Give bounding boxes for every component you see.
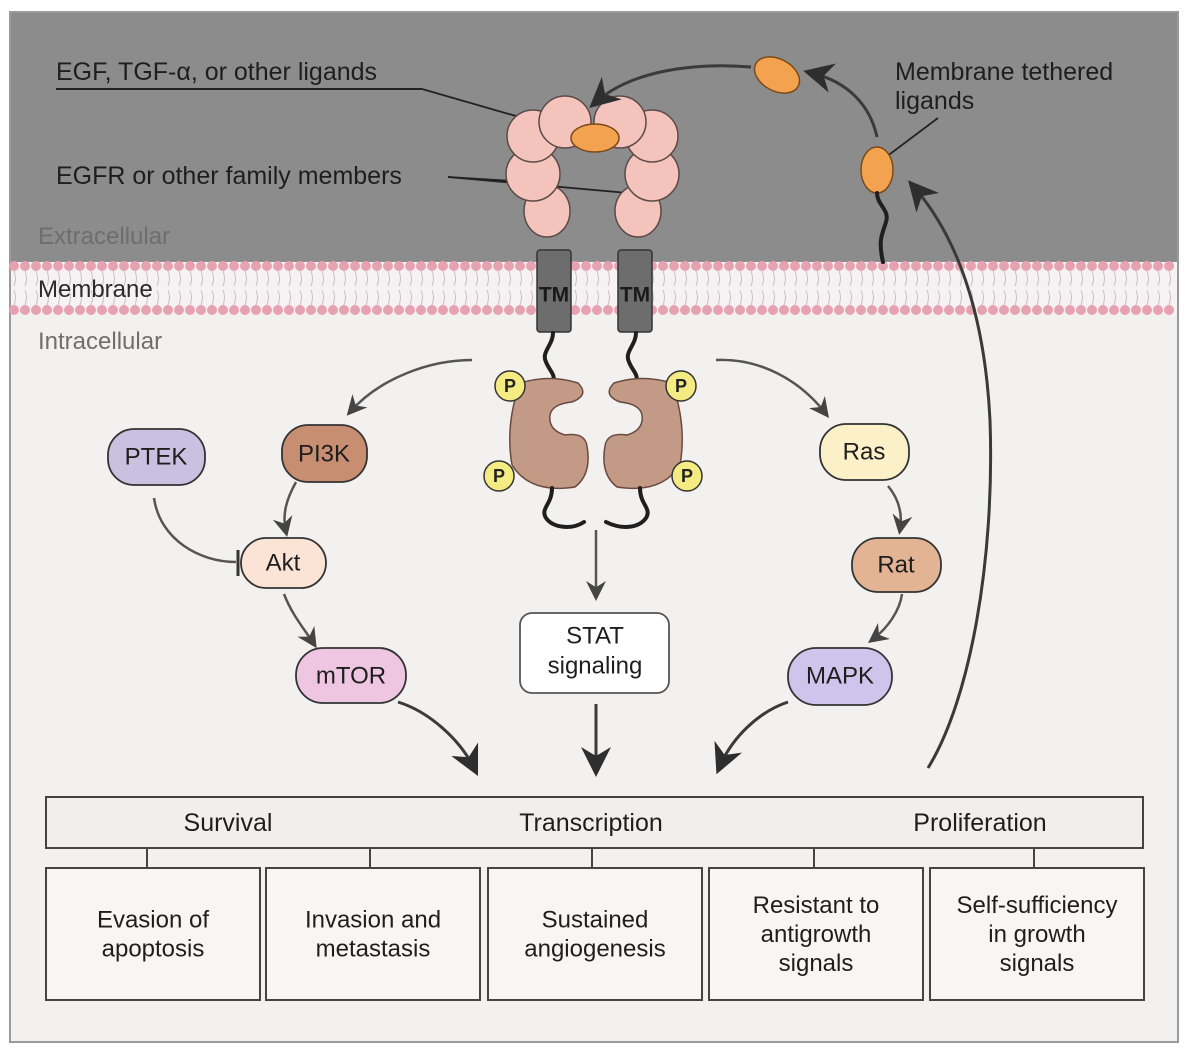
outcome-text: signals — [1000, 950, 1075, 977]
phospho-label: P — [504, 376, 516, 396]
header-transcription: Transcription — [519, 809, 663, 837]
arrow-akt-mtor — [282, 593, 317, 649]
akt-node: Akt — [240, 537, 327, 589]
outcome-text: Evasion of — [97, 907, 209, 934]
arrow-mtor-outcome — [397, 700, 479, 777]
outcome-text: antigrowth — [761, 921, 872, 948]
c-tail-left — [542, 486, 586, 529]
svg-text:Ras: Ras — [843, 439, 886, 466]
linker-left — [542, 331, 556, 386]
svg-text:mTOR: mTOR — [316, 663, 386, 690]
receptor-right-extracellular — [593, 95, 680, 238]
svg-text:Rat: Rat — [877, 552, 915, 579]
arrow-pi3k-akt — [272, 481, 298, 537]
tm-label-right: TM — [620, 284, 650, 307]
receptors-label: EGFR or other family members — [56, 162, 402, 190]
arrow-rat-mapk — [868, 593, 904, 644]
mtor-node: mTOR — [295, 647, 407, 704]
outcome-text: apoptosis — [102, 936, 205, 963]
released-ligand — [753, 56, 801, 94]
intracellular-label: Intracellular — [38, 328, 162, 355]
arrow-to-ras — [715, 358, 830, 418]
receptor-left-extracellular — [505, 95, 592, 238]
outcome-box — [929, 867, 1145, 1001]
outcome-text: signals — [779, 950, 854, 977]
ras-node: Ras — [819, 423, 910, 481]
phosphate-groups — [483, 370, 703, 492]
ptek-node: PTEK — [107, 428, 206, 486]
tm-label-left: TM — [539, 284, 569, 307]
outcome-box — [45, 867, 261, 1001]
linker-right — [625, 331, 639, 386]
phospho-label: P — [493, 466, 505, 486]
outcome-text: Invasion and — [305, 907, 441, 934]
outcome-box — [265, 867, 481, 1001]
stat-signaling-node: STAT signaling — [519, 612, 670, 694]
feedback-arrow — [908, 180, 993, 769]
c-tail-right — [604, 486, 650, 529]
release-arrow — [803, 63, 879, 138]
header-proliferation: Proliferation — [913, 809, 1046, 837]
tethered-leader — [881, 117, 939, 161]
membrane-label: Membrane — [38, 276, 153, 303]
pi3k-node: PI3K — [281, 424, 368, 483]
phospho-label: P — [675, 376, 687, 396]
outcome-text: metastasis — [316, 936, 431, 963]
bound-ligand — [570, 123, 620, 153]
outcome-header-bar — [45, 796, 1144, 849]
outcome-text: Self-sufficiency — [957, 892, 1118, 919]
ligands-label: EGF, TGF-α, or other ligands — [56, 58, 377, 86]
outcome-box — [487, 867, 703, 1001]
tethered-ligand — [860, 146, 894, 194]
svg-text:PTEK: PTEK — [125, 444, 188, 471]
svg-text:STAT: STAT — [566, 623, 624, 650]
arrow-to-pi3k — [346, 358, 473, 416]
header-survival: Survival — [184, 809, 273, 837]
outcome-text: Sustained — [542, 907, 649, 934]
arrow-mapk-outcome — [714, 700, 789, 775]
phospho-label: P — [681, 466, 693, 486]
arrow-ras-rat — [887, 485, 913, 535]
mapk-node: MAPK — [787, 647, 893, 706]
tethered-ligands-label-line1: Membrane tethered — [895, 58, 1113, 86]
outcome-text: Resistant to — [753, 892, 880, 919]
svg-text:PI3K: PI3K — [298, 441, 350, 468]
outcome-text: angiogenesis — [524, 936, 665, 963]
rat-node: Rat — [851, 537, 942, 593]
tethered-ligands-label-line2: ligands — [895, 87, 974, 115]
outcome-box — [708, 867, 924, 1001]
kinase-domain-left — [509, 377, 589, 490]
inhibit-ptek-akt — [152, 497, 237, 564]
svg-text:MAPK: MAPK — [806, 663, 874, 690]
ligand-to-receptor-arrow — [589, 64, 752, 108]
svg-text:Akt: Akt — [266, 550, 301, 577]
tether-anchor — [875, 191, 889, 264]
svg-text:signaling: signaling — [548, 653, 643, 680]
outcome-text: in growth — [988, 921, 1085, 948]
extracellular-label: Extracellular — [38, 223, 170, 250]
